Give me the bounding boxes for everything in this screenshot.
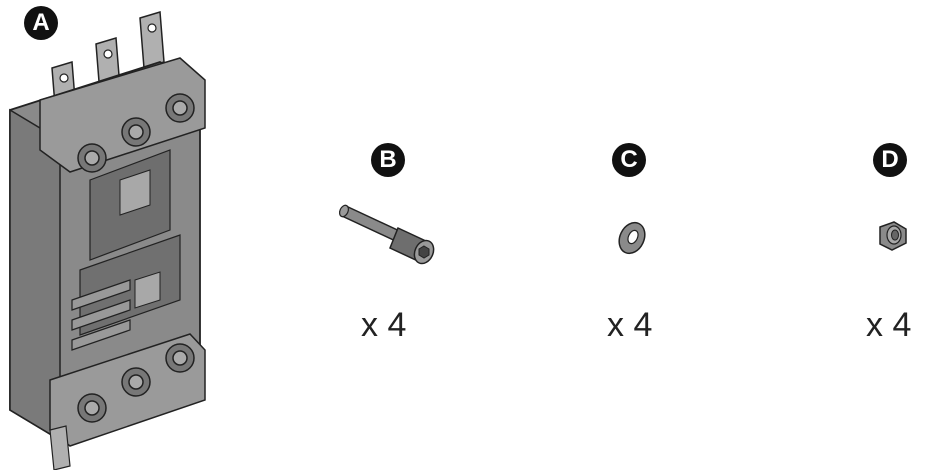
part-a-badge: A bbox=[24, 6, 58, 40]
hex-nut-illustration bbox=[879, 221, 907, 251]
part-b-label: B bbox=[379, 146, 397, 173]
part-b-badge: B bbox=[371, 143, 405, 177]
part-d-label: D bbox=[881, 146, 899, 173]
part-c-quantity: x 4 bbox=[607, 306, 653, 344]
part-c-badge: C bbox=[612, 143, 646, 177]
part-d-badge: D bbox=[873, 143, 907, 177]
part-c-label: C bbox=[620, 146, 638, 173]
socket-head-screw-illustration bbox=[338, 204, 435, 265]
terminal-base-illustration bbox=[9, 11, 206, 470]
part-d-quantity: x 4 bbox=[866, 306, 912, 344]
washer-illustration bbox=[618, 221, 646, 255]
part-b-quantity: x 4 bbox=[361, 306, 407, 344]
part-a-label: A bbox=[32, 9, 50, 36]
